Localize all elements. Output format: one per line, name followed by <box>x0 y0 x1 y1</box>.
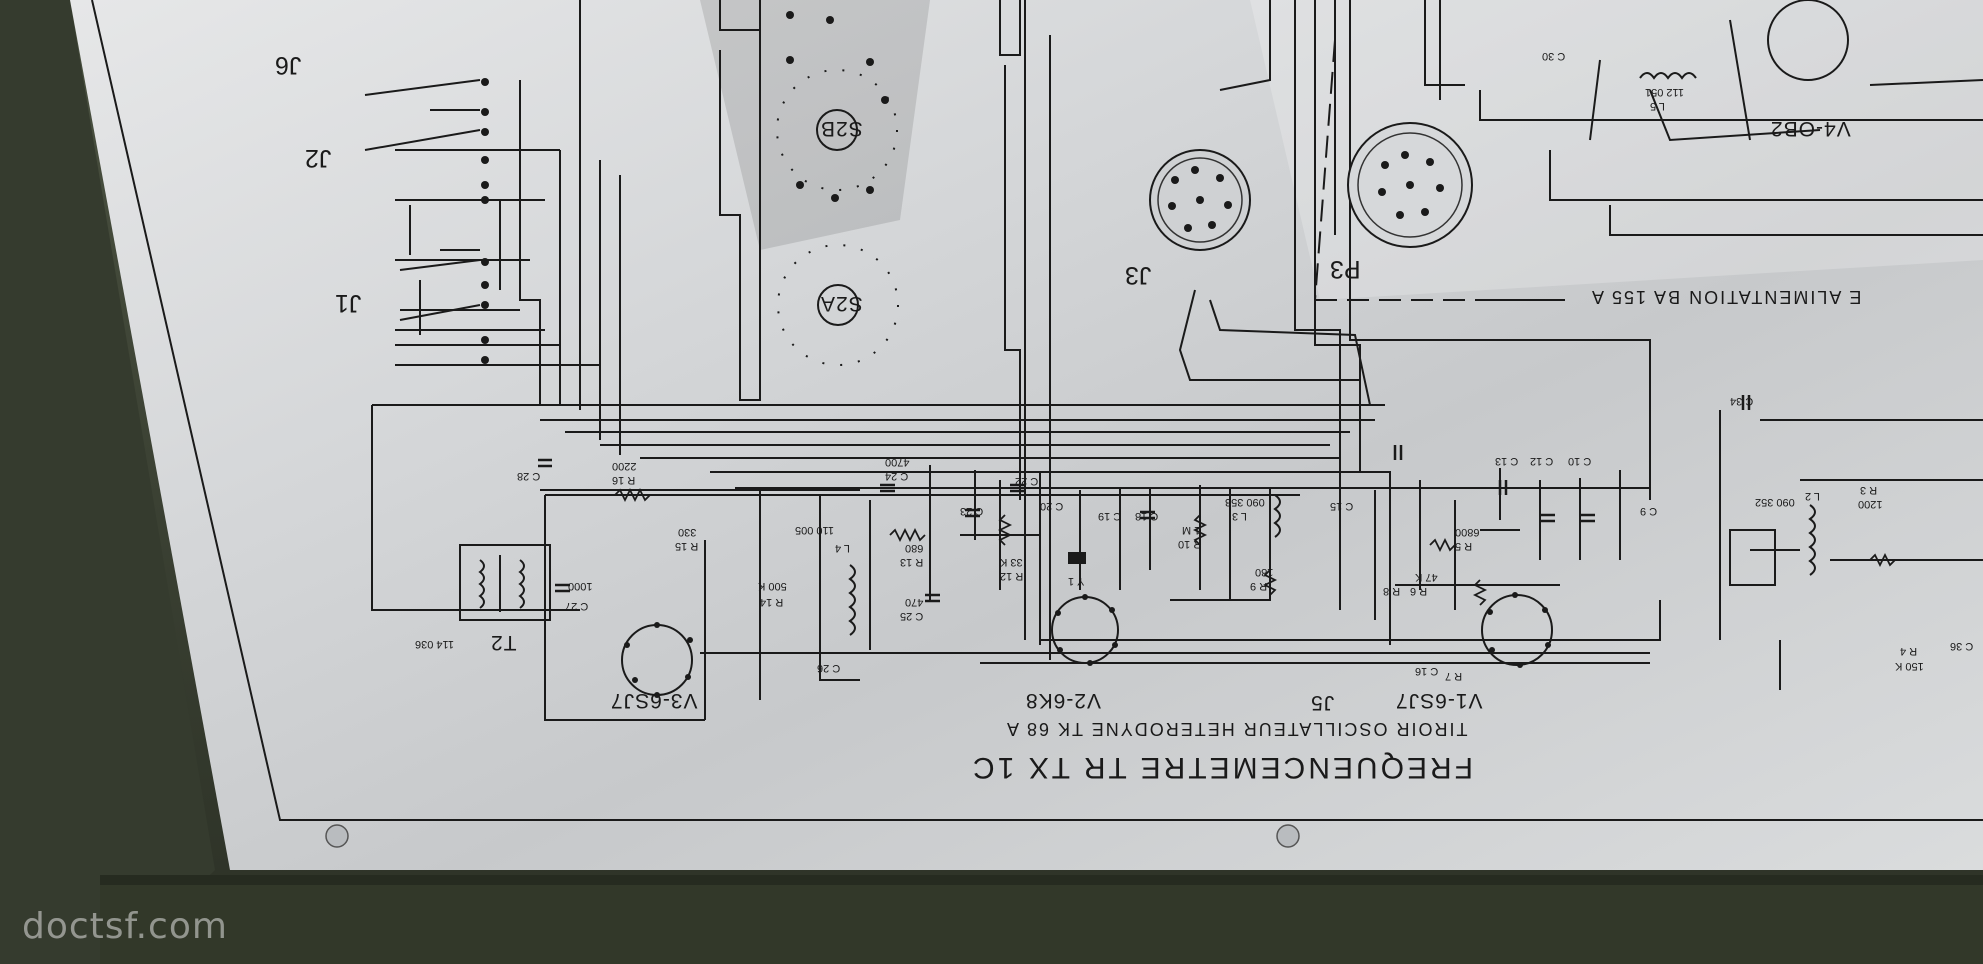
component-label: L 2 <box>1805 490 1820 502</box>
jack-label-j6: J6 <box>275 51 302 79</box>
jack-blocks <box>364 79 481 335</box>
component-label: 1200 <box>1858 498 1883 510</box>
transformer-t2 <box>459 544 551 621</box>
component-label: R 3 <box>1860 484 1878 496</box>
component-label: 330 <box>678 526 697 538</box>
alimentation-label: E ALIMENTATION BA 155 A <box>1590 287 1862 307</box>
watermark: doctsf.com <box>22 906 228 947</box>
component-label: 33 K <box>1000 556 1023 568</box>
component-label: C 26 <box>817 662 841 674</box>
component-label: 1 M <box>1182 524 1201 536</box>
component-label: C 22 <box>1015 475 1039 487</box>
component-label: C 13 <box>1495 455 1519 467</box>
switch-label-s2b: S2B <box>820 117 863 140</box>
component-label: 112 051 <box>1645 86 1684 98</box>
component-label: 090 352 <box>1755 496 1795 508</box>
component-label: L 3 <box>1232 510 1247 522</box>
component-label: C 28 <box>517 470 541 482</box>
component-label: R 14 <box>760 596 784 608</box>
component-label: R 4 <box>1900 645 1918 657</box>
component-label: R 7 <box>1445 670 1463 682</box>
transformer-part: 114 036 <box>415 638 454 650</box>
component-label: R 16 <box>612 474 636 486</box>
component-label: C 10 <box>1568 455 1592 467</box>
screw <box>325 824 349 848</box>
component-label: 6800 <box>1455 526 1480 538</box>
component-label: 180 <box>1255 566 1274 578</box>
screw <box>1276 824 1300 848</box>
schematic-wiring <box>371 0 1983 721</box>
component-label: R 8 <box>1383 585 1401 597</box>
component-label: C 15 <box>1330 500 1354 512</box>
component-label: R 10 <box>1178 538 1202 550</box>
transformer-label: T2 <box>490 631 517 654</box>
component-label: C 25 <box>900 610 924 622</box>
tube-label-v1: V1-6SJ7 <box>1395 689 1483 712</box>
component-label: L 4 <box>835 542 850 554</box>
component-label: L 5 <box>1650 100 1665 112</box>
bottom-bezel <box>100 875 1983 964</box>
jack-label-j1: J1 <box>335 289 362 317</box>
component-label: C 19 <box>1098 510 1122 522</box>
crystal-y1 <box>1068 552 1086 564</box>
component-label: C 16 <box>1415 665 1439 677</box>
component-label: C 27 <box>565 600 589 612</box>
jack-contacts <box>481 78 489 364</box>
panel-subtitle: TIROIR OSCILLATEUR HETERODYNE TK 68 A <box>1005 719 1468 739</box>
jack-label-j3: J3 <box>1125 261 1152 289</box>
dashed-boundaries <box>1314 39 1545 301</box>
panel-title: FREQUENCEMETRE TR TX 1C <box>970 751 1473 784</box>
jack-label-p3: P3 <box>1330 255 1361 283</box>
component-label: 150 K <box>1895 660 1924 672</box>
component-label: C 18 <box>1135 510 1159 522</box>
resistors <box>614 487 1896 606</box>
bottom-lip <box>100 875 1983 885</box>
component-label: C 34 <box>1730 395 1754 407</box>
filter-block <box>1729 529 1776 586</box>
component-label: C 36 <box>1950 640 1974 652</box>
tube-label-v3: V3-6SJ7 <box>610 689 698 712</box>
jack-label-j5: J5 <box>1310 691 1335 714</box>
component-label: 090 353 <box>1225 496 1265 508</box>
panel-border <box>91 0 1983 821</box>
switch-label-s2a: S2A <box>820 292 863 315</box>
tube-label-v2: V2-6K8 <box>1025 689 1102 712</box>
component-label: Y 1 <box>1068 575 1085 587</box>
component-label: R 13 <box>900 556 924 568</box>
component-label: 470 <box>905 596 924 608</box>
component-label: 500 K <box>758 580 787 592</box>
connector-j3 <box>1149 149 1251 251</box>
capacitors <box>538 395 1751 603</box>
component-label: C 12 <box>1530 455 1554 467</box>
component-label: C 9 <box>1640 505 1658 517</box>
component-label: C 23 <box>960 505 984 517</box>
connector-p3 <box>1347 122 1473 248</box>
socket-pins <box>624 592 1551 698</box>
left-bezel <box>0 0 215 964</box>
coils <box>848 72 1816 636</box>
component-label: 680 <box>905 542 924 554</box>
component-label: 110 005 <box>795 524 834 536</box>
component-label: R 6 <box>1410 585 1428 597</box>
tube-label-v4: V4-OB2 <box>1770 117 1851 140</box>
component-label: R 12 <box>1000 570 1024 582</box>
component-label: 2200 <box>612 460 637 472</box>
component-label: C 24 <box>885 470 909 482</box>
rotary-switches <box>776 69 899 366</box>
component-label: C 20 <box>1040 500 1064 512</box>
component-label: 4700 <box>885 456 910 468</box>
component-label: R 9 <box>1250 580 1268 592</box>
component-label: 1000 <box>568 580 593 592</box>
switch-contacts <box>786 11 889 202</box>
component-label: R 5 <box>1455 540 1473 552</box>
jack-label-j2: J2 <box>305 144 332 172</box>
component-label: 47 K <box>1415 571 1438 583</box>
component-label: R 15 <box>675 540 699 552</box>
component-label: C 30 <box>1542 50 1566 62</box>
